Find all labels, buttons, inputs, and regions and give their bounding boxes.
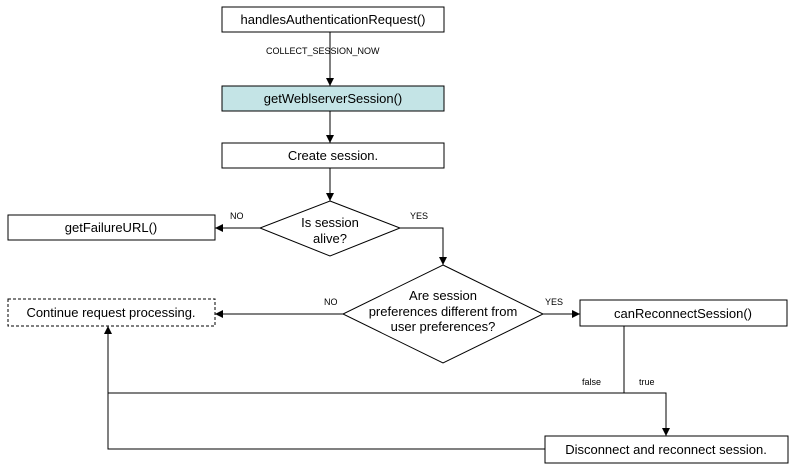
- svg-text:YES: YES: [545, 297, 563, 307]
- svg-text:canReconnectSession(): canReconnectSession(): [614, 306, 752, 321]
- edge-reconnect-branch: false true: [104, 326, 670, 436]
- svg-text:Disconnect and reconnect sessi: Disconnect and reconnect session.: [565, 442, 767, 457]
- node-create-session: Create session.: [221, 142, 445, 169]
- svg-text:Are session: Are session: [409, 288, 477, 303]
- node-get-failure-url: getFailureURL(): [7, 214, 216, 241]
- svg-text:NO: NO: [324, 297, 338, 307]
- svg-text:NO: NO: [230, 211, 244, 221]
- svg-text:preferences different from: preferences different from: [369, 304, 518, 319]
- node-disconnect-and-reconnect: Disconnect and reconnect session.: [544, 435, 789, 464]
- decision-is-session-alive: Is session alive?: [258, 200, 402, 257]
- edge-disconnect-to-continue: [107, 393, 545, 450]
- svg-text:getFailureURL(): getFailureURL(): [65, 220, 157, 235]
- svg-text:COLLECT_SESSION_NOW: COLLECT_SESSION_NOW: [266, 46, 380, 56]
- svg-text:getWeblserverSession(): getWeblserverSession(): [264, 91, 402, 106]
- svg-text:user preferences?: user preferences?: [391, 319, 496, 334]
- node-can-reconnect-session: canReconnectSession(): [579, 299, 788, 327]
- edge-prefs-no: NO: [215, 297, 343, 318]
- svg-text:false: false: [582, 377, 601, 387]
- node-handles-authentication-request: handlesAuthenticationRequest(): [221, 6, 445, 33]
- node-get-webl-server-session: getWeblserverSession(): [221, 85, 445, 112]
- svg-text:Create session.: Create session.: [288, 148, 378, 163]
- svg-text:handlesAuthenticationRequest(): handlesAuthenticationRequest(): [240, 12, 425, 27]
- edge-alive-no: NO: [215, 211, 260, 232]
- node-continue-request-processing: Continue request processing.: [7, 298, 216, 327]
- edge-prefs-yes: YES: [543, 297, 580, 318]
- edge-alive-yes: YES: [400, 211, 447, 265]
- svg-text:Is session: Is session: [301, 215, 359, 230]
- svg-text:Continue request processing.: Continue request processing.: [26, 305, 195, 320]
- svg-text:YES: YES: [410, 211, 428, 221]
- svg-text:alive?: alive?: [313, 231, 347, 246]
- svg-text:true: true: [639, 377, 655, 387]
- decision-session-preferences-different: Are session preferences different from u…: [341, 264, 545, 364]
- edge-auth-to-webl-session: COLLECT_SESSION_NOW: [266, 32, 380, 86]
